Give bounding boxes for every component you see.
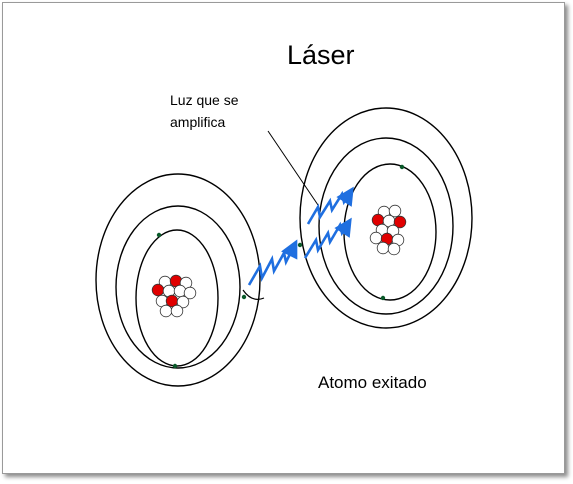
photon-arrow [303,217,352,259]
diagram-title: Láser [287,40,355,70]
ground-state-atom [95,173,265,387]
label-pointer-line [267,130,319,206]
light-label-line1: Luz que se [170,92,239,108]
photon-arrow [247,239,298,286]
emission-hook [242,289,265,300]
neutron [376,241,390,255]
proton [393,215,407,229]
outer-orbit [299,107,473,329]
electron [380,295,386,301]
middle-orbit [318,137,454,315]
nucleus [151,274,197,318]
neutron [183,286,197,300]
light-label-line2: amplifica [170,114,225,130]
proton [151,283,165,297]
neutron [173,284,187,298]
neutron [159,304,173,318]
middle-orbit [115,205,241,369]
excited-atom [297,107,473,329]
neutron [369,231,383,245]
excited-atom-label: Atomo exitado [318,373,427,392]
neutron [176,295,190,309]
neutron [388,204,402,218]
outer-orbit [95,173,261,387]
nucleus [369,204,407,256]
electron [156,232,162,238]
electron [297,242,303,248]
electron [172,363,178,369]
electron [399,164,405,170]
neutron [387,242,401,256]
neutron [170,304,184,318]
photon-arrow [306,186,354,225]
electron [241,294,247,300]
photons [247,186,354,286]
